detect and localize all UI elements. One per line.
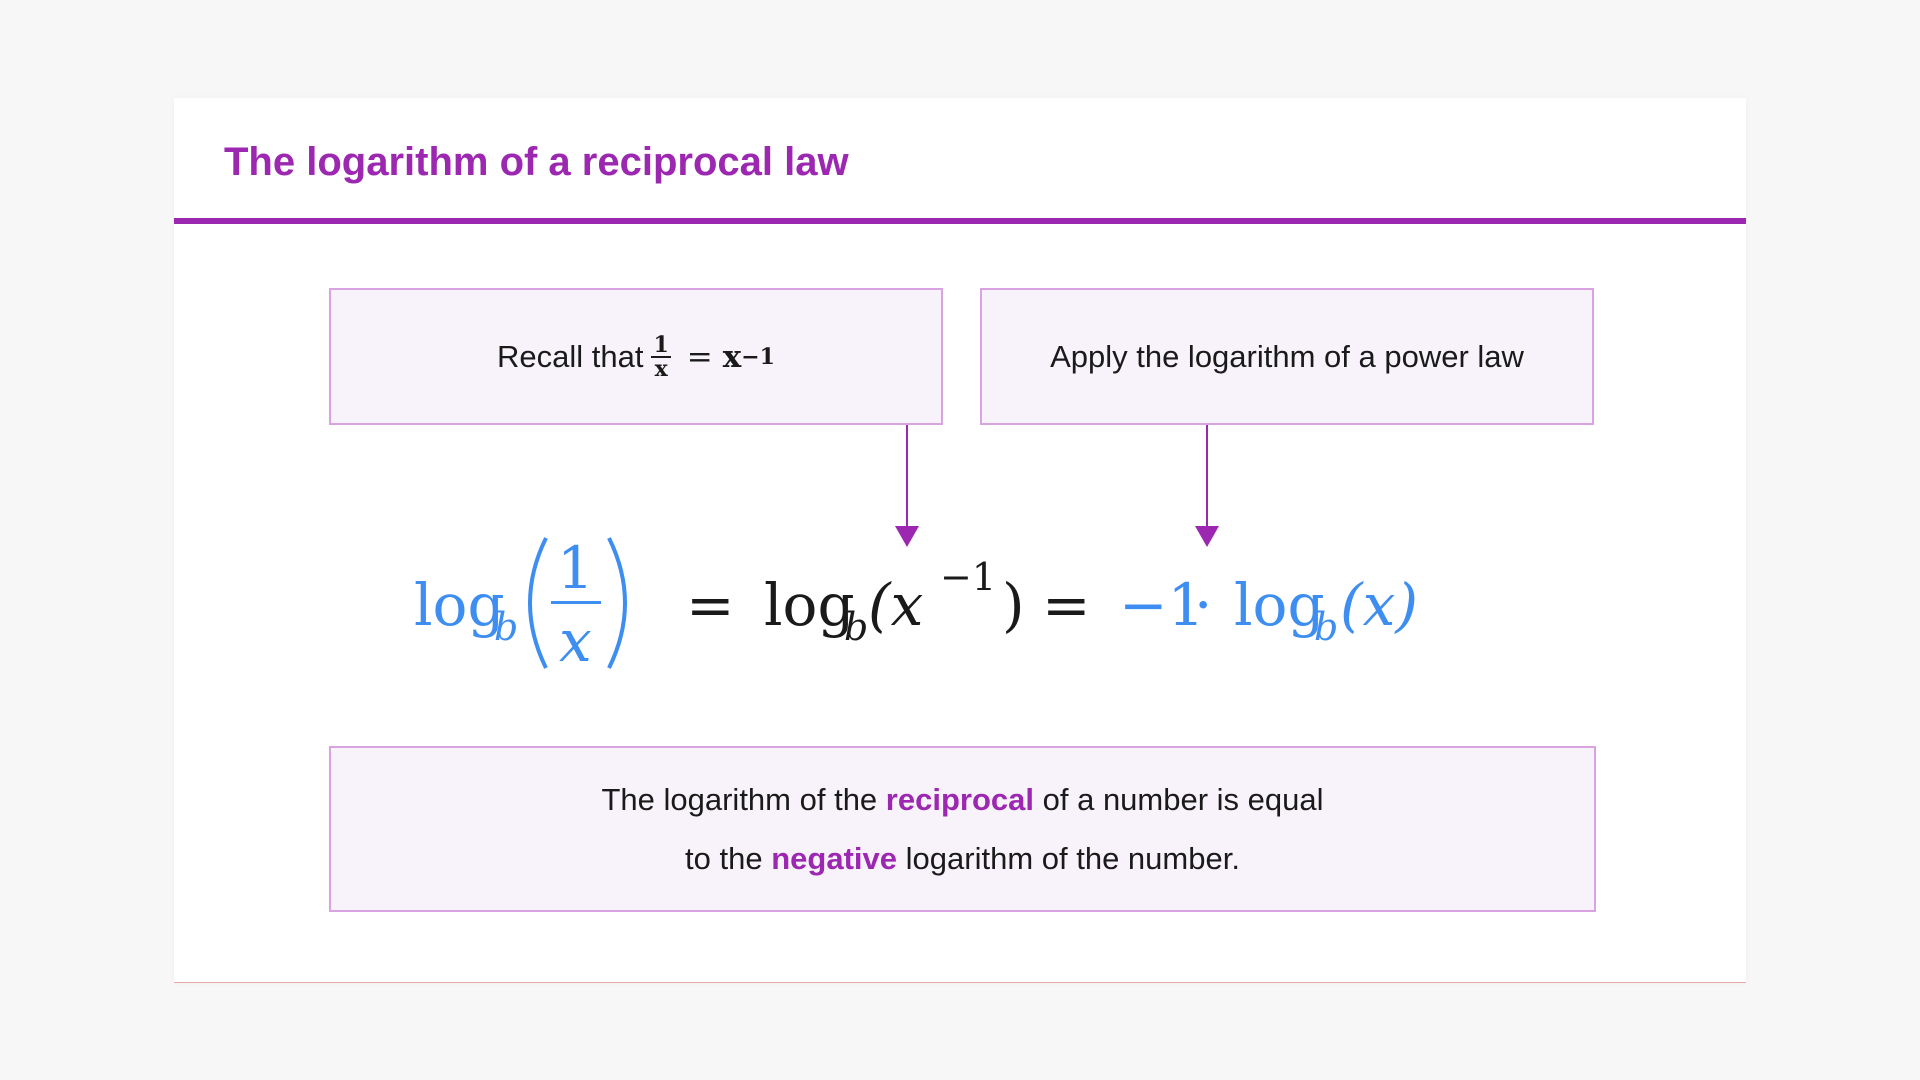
lhs-frac-den: x bbox=[559, 607, 592, 675]
slide-card: The logarithm of a reciprocal law Recall… bbox=[174, 98, 1746, 983]
mid-arg: (x bbox=[868, 571, 923, 639]
summary-line1-post: of a number is equal bbox=[1042, 782, 1324, 817]
mid-sub: b bbox=[844, 605, 868, 649]
lhs-sub: b bbox=[494, 605, 518, 649]
equals-2: = bbox=[1042, 571, 1091, 639]
summary-emph-reciprocal: reciprocal bbox=[885, 782, 1034, 817]
recall-exponent: −1 bbox=[741, 343, 775, 370]
lhs-right-paren bbox=[607, 537, 627, 669]
rhs-arg: (x) bbox=[1340, 571, 1418, 639]
summary-emph-negative: negative bbox=[771, 841, 898, 876]
recall-frac-den: x bbox=[654, 355, 668, 382]
arrow-right-head bbox=[1195, 526, 1219, 547]
summary-line1-pre: The logarithm of the bbox=[601, 782, 878, 817]
rhs-log: log bbox=[1234, 571, 1325, 639]
lhs-log: log bbox=[414, 571, 505, 639]
arrow-left-head bbox=[895, 526, 919, 547]
main-formula: log b 1 x = log b (x −1 ) = −1 · bbox=[414, 528, 1514, 678]
title-underline bbox=[174, 218, 1746, 224]
rhs-sub: b bbox=[1314, 605, 1338, 649]
arrow-right-shaft bbox=[1206, 425, 1208, 527]
rhs-dot: · bbox=[1194, 571, 1212, 639]
apply-text: Apply the logarithm of a power law bbox=[1050, 338, 1524, 374]
recall-base: x bbox=[722, 338, 742, 375]
mid-log: log bbox=[764, 571, 855, 639]
recall-equals: = bbox=[686, 338, 713, 375]
summary-line2-pre: to the bbox=[685, 841, 763, 876]
lhs-frac-num: 1 bbox=[557, 534, 594, 602]
summary-line-1: The logarithm of the reciprocal of a num… bbox=[601, 770, 1323, 829]
summary-line-2: to the negative logarithm of the number. bbox=[685, 829, 1240, 888]
lhs-left-paren bbox=[528, 537, 548, 669]
mid-exp: −1 bbox=[940, 555, 996, 599]
arrow-left-shaft bbox=[906, 425, 908, 527]
recall-box: Recall that 1 x = x−1 bbox=[329, 288, 943, 425]
recall-prefix: Recall that bbox=[497, 338, 644, 374]
recall-fraction: 1 x bbox=[651, 331, 671, 382]
recall-frac-num: 1 bbox=[651, 331, 671, 358]
rhs-coef: −1 bbox=[1119, 571, 1205, 639]
mid-close: ) bbox=[1002, 571, 1025, 639]
slide-title: The logarithm of a reciprocal law bbox=[224, 140, 849, 184]
summary-box: The logarithm of the reciprocal of a num… bbox=[329, 746, 1596, 912]
summary-line2-post: logarithm of the number. bbox=[905, 841, 1240, 876]
lhs-frac-bar bbox=[551, 601, 601, 604]
equals-1: = bbox=[686, 571, 735, 639]
apply-box: Apply the logarithm of a power law bbox=[980, 288, 1594, 425]
